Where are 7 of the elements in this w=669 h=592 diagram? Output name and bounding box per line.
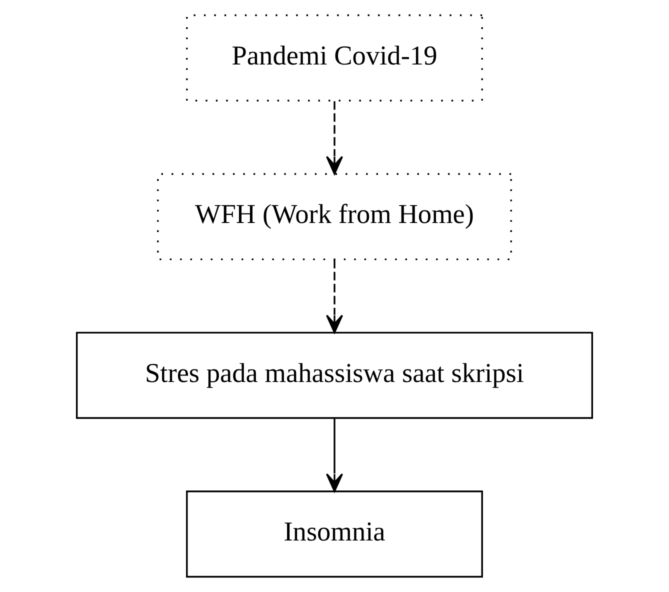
node-box: Insomnia — [186, 490, 483, 578]
arrow — [326, 418, 344, 492]
arrow — [326, 101, 344, 175]
arrow — [326, 260, 344, 334]
node-box: WFH (Work from Home) — [157, 173, 512, 260]
node-box: Pandemi Covid-19 — [186, 14, 483, 102]
node-box: Stres pada mahassiswa saat skripsi — [76, 332, 594, 419]
